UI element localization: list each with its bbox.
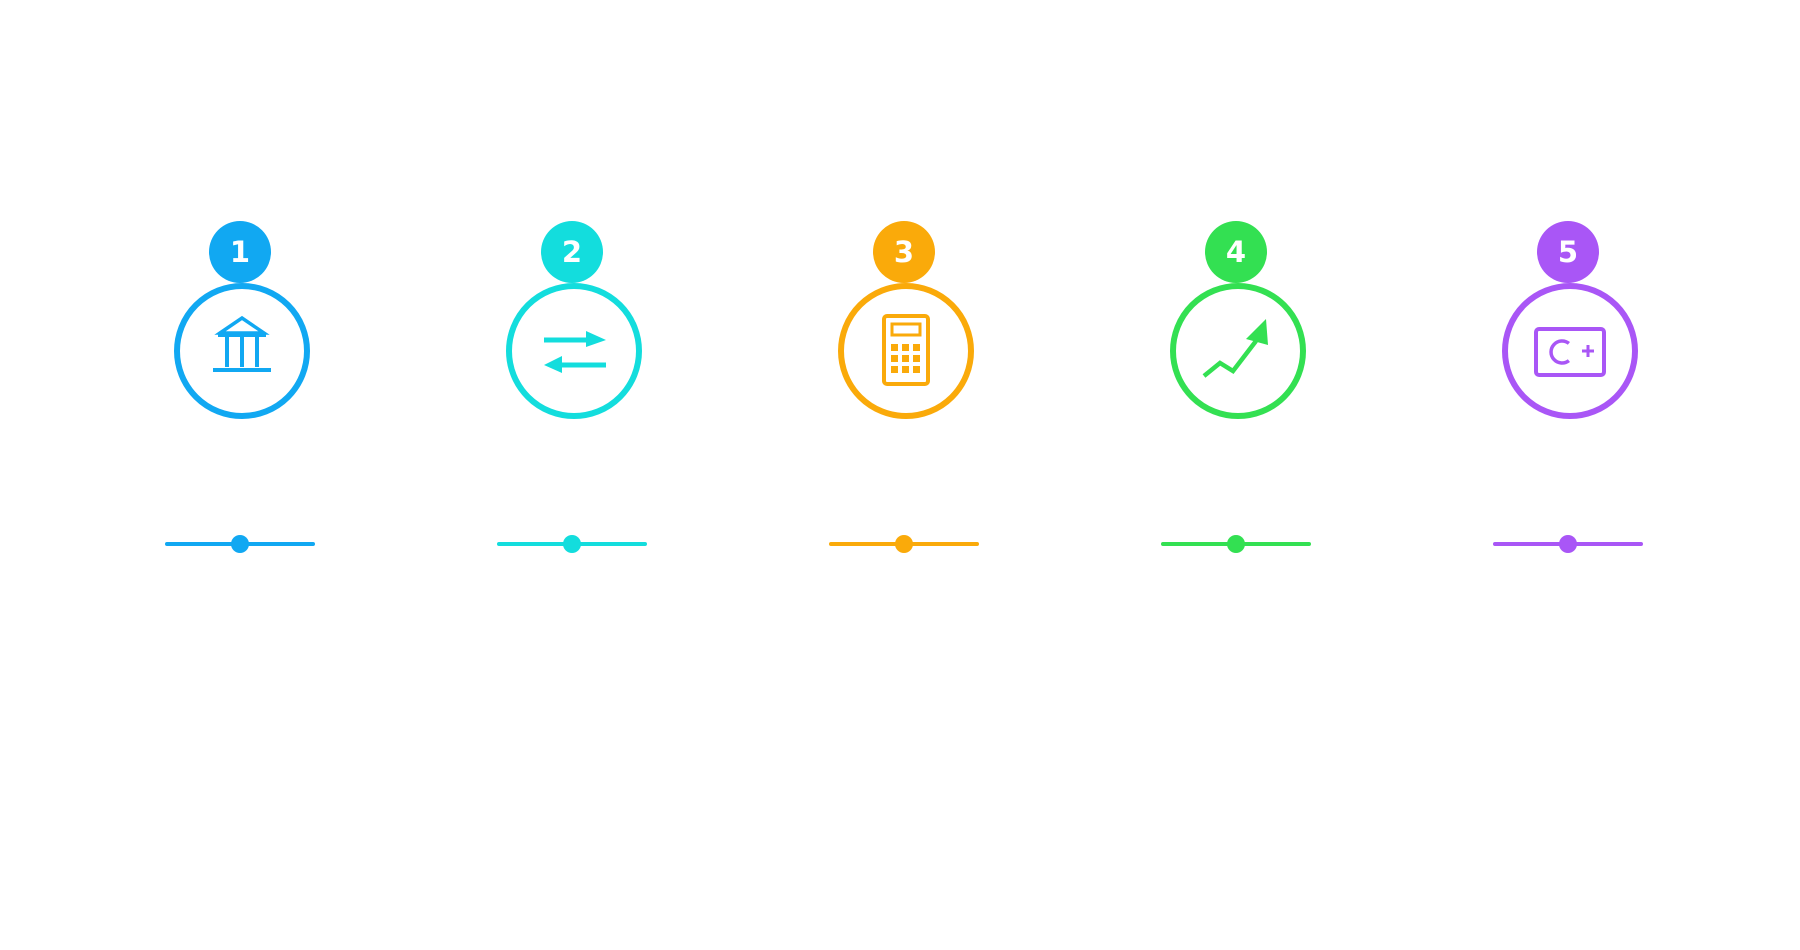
step-slider[interactable] xyxy=(1493,534,1643,554)
step-icon-ring xyxy=(1170,283,1306,419)
step-3: 3 xyxy=(804,0,1004,950)
slider-thumb[interactable] xyxy=(1227,535,1245,553)
step-number-badge: 1 xyxy=(209,221,271,283)
step-4: 4 xyxy=(1136,0,1336,950)
step-number-badge: 2 xyxy=(541,221,603,283)
step-number-badge: 5 xyxy=(1537,221,1599,283)
step-icon-ring xyxy=(1502,283,1638,419)
step-slider[interactable] xyxy=(829,534,979,554)
slider-thumb[interactable] xyxy=(895,535,913,553)
step-5: 5 xyxy=(1468,0,1668,950)
transfer-icon xyxy=(544,331,606,373)
growth-icon xyxy=(1202,319,1268,378)
step-slider[interactable] xyxy=(497,534,647,554)
slider-thumb[interactable] xyxy=(563,535,581,553)
step-number-badge: 3 xyxy=(873,221,935,283)
slider-thumb[interactable] xyxy=(1559,535,1577,553)
slider-thumb[interactable] xyxy=(231,535,249,553)
calculator-icon xyxy=(882,314,930,386)
step-slider[interactable] xyxy=(165,534,315,554)
credit-card-icon xyxy=(1534,327,1606,377)
step-icon-ring xyxy=(506,283,642,419)
step-2: 2 xyxy=(472,0,672,950)
step-icon-ring xyxy=(838,283,974,419)
step-icon-ring xyxy=(174,283,310,419)
step-1: 1 xyxy=(140,0,340,950)
bank-icon xyxy=(213,315,271,372)
step-slider[interactable] xyxy=(1161,534,1311,554)
step-number-badge: 4 xyxy=(1205,221,1267,283)
